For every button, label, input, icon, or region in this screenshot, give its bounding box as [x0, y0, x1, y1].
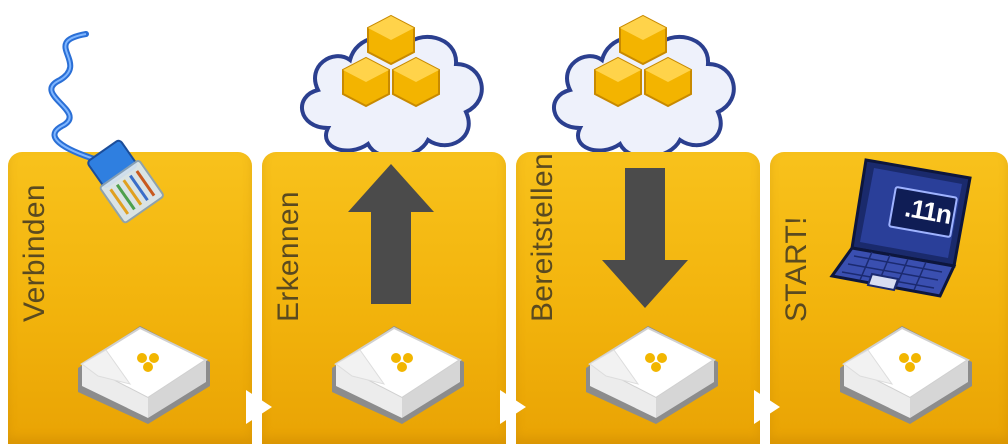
step-panel-erkennen: Erkennen [262, 152, 506, 444]
step-panel-bereitstellen: Bereitstellen [516, 152, 760, 444]
access-point-icon [830, 306, 980, 426]
next-step-arrow-icon [500, 390, 526, 424]
cloud-honeycomb-icon [540, 8, 746, 168]
access-point-icon [576, 306, 726, 426]
access-point-icon [322, 306, 472, 426]
arrow-down-icon [602, 168, 688, 308]
step-label: Erkennen [272, 191, 305, 322]
step-label: START! [780, 216, 813, 322]
access-point-icon [68, 306, 218, 426]
next-step-arrow-icon [754, 390, 780, 424]
arrow-up-icon [348, 164, 434, 304]
step-label: Bereitstellen [526, 153, 559, 322]
next-step-arrow-icon [246, 390, 272, 424]
cloud-honeycomb-icon [288, 8, 494, 168]
laptop-icon: .11n [829, 156, 982, 306]
step-panel-start: START! [770, 152, 1008, 444]
ethernet-cable-icon [0, 22, 200, 242]
